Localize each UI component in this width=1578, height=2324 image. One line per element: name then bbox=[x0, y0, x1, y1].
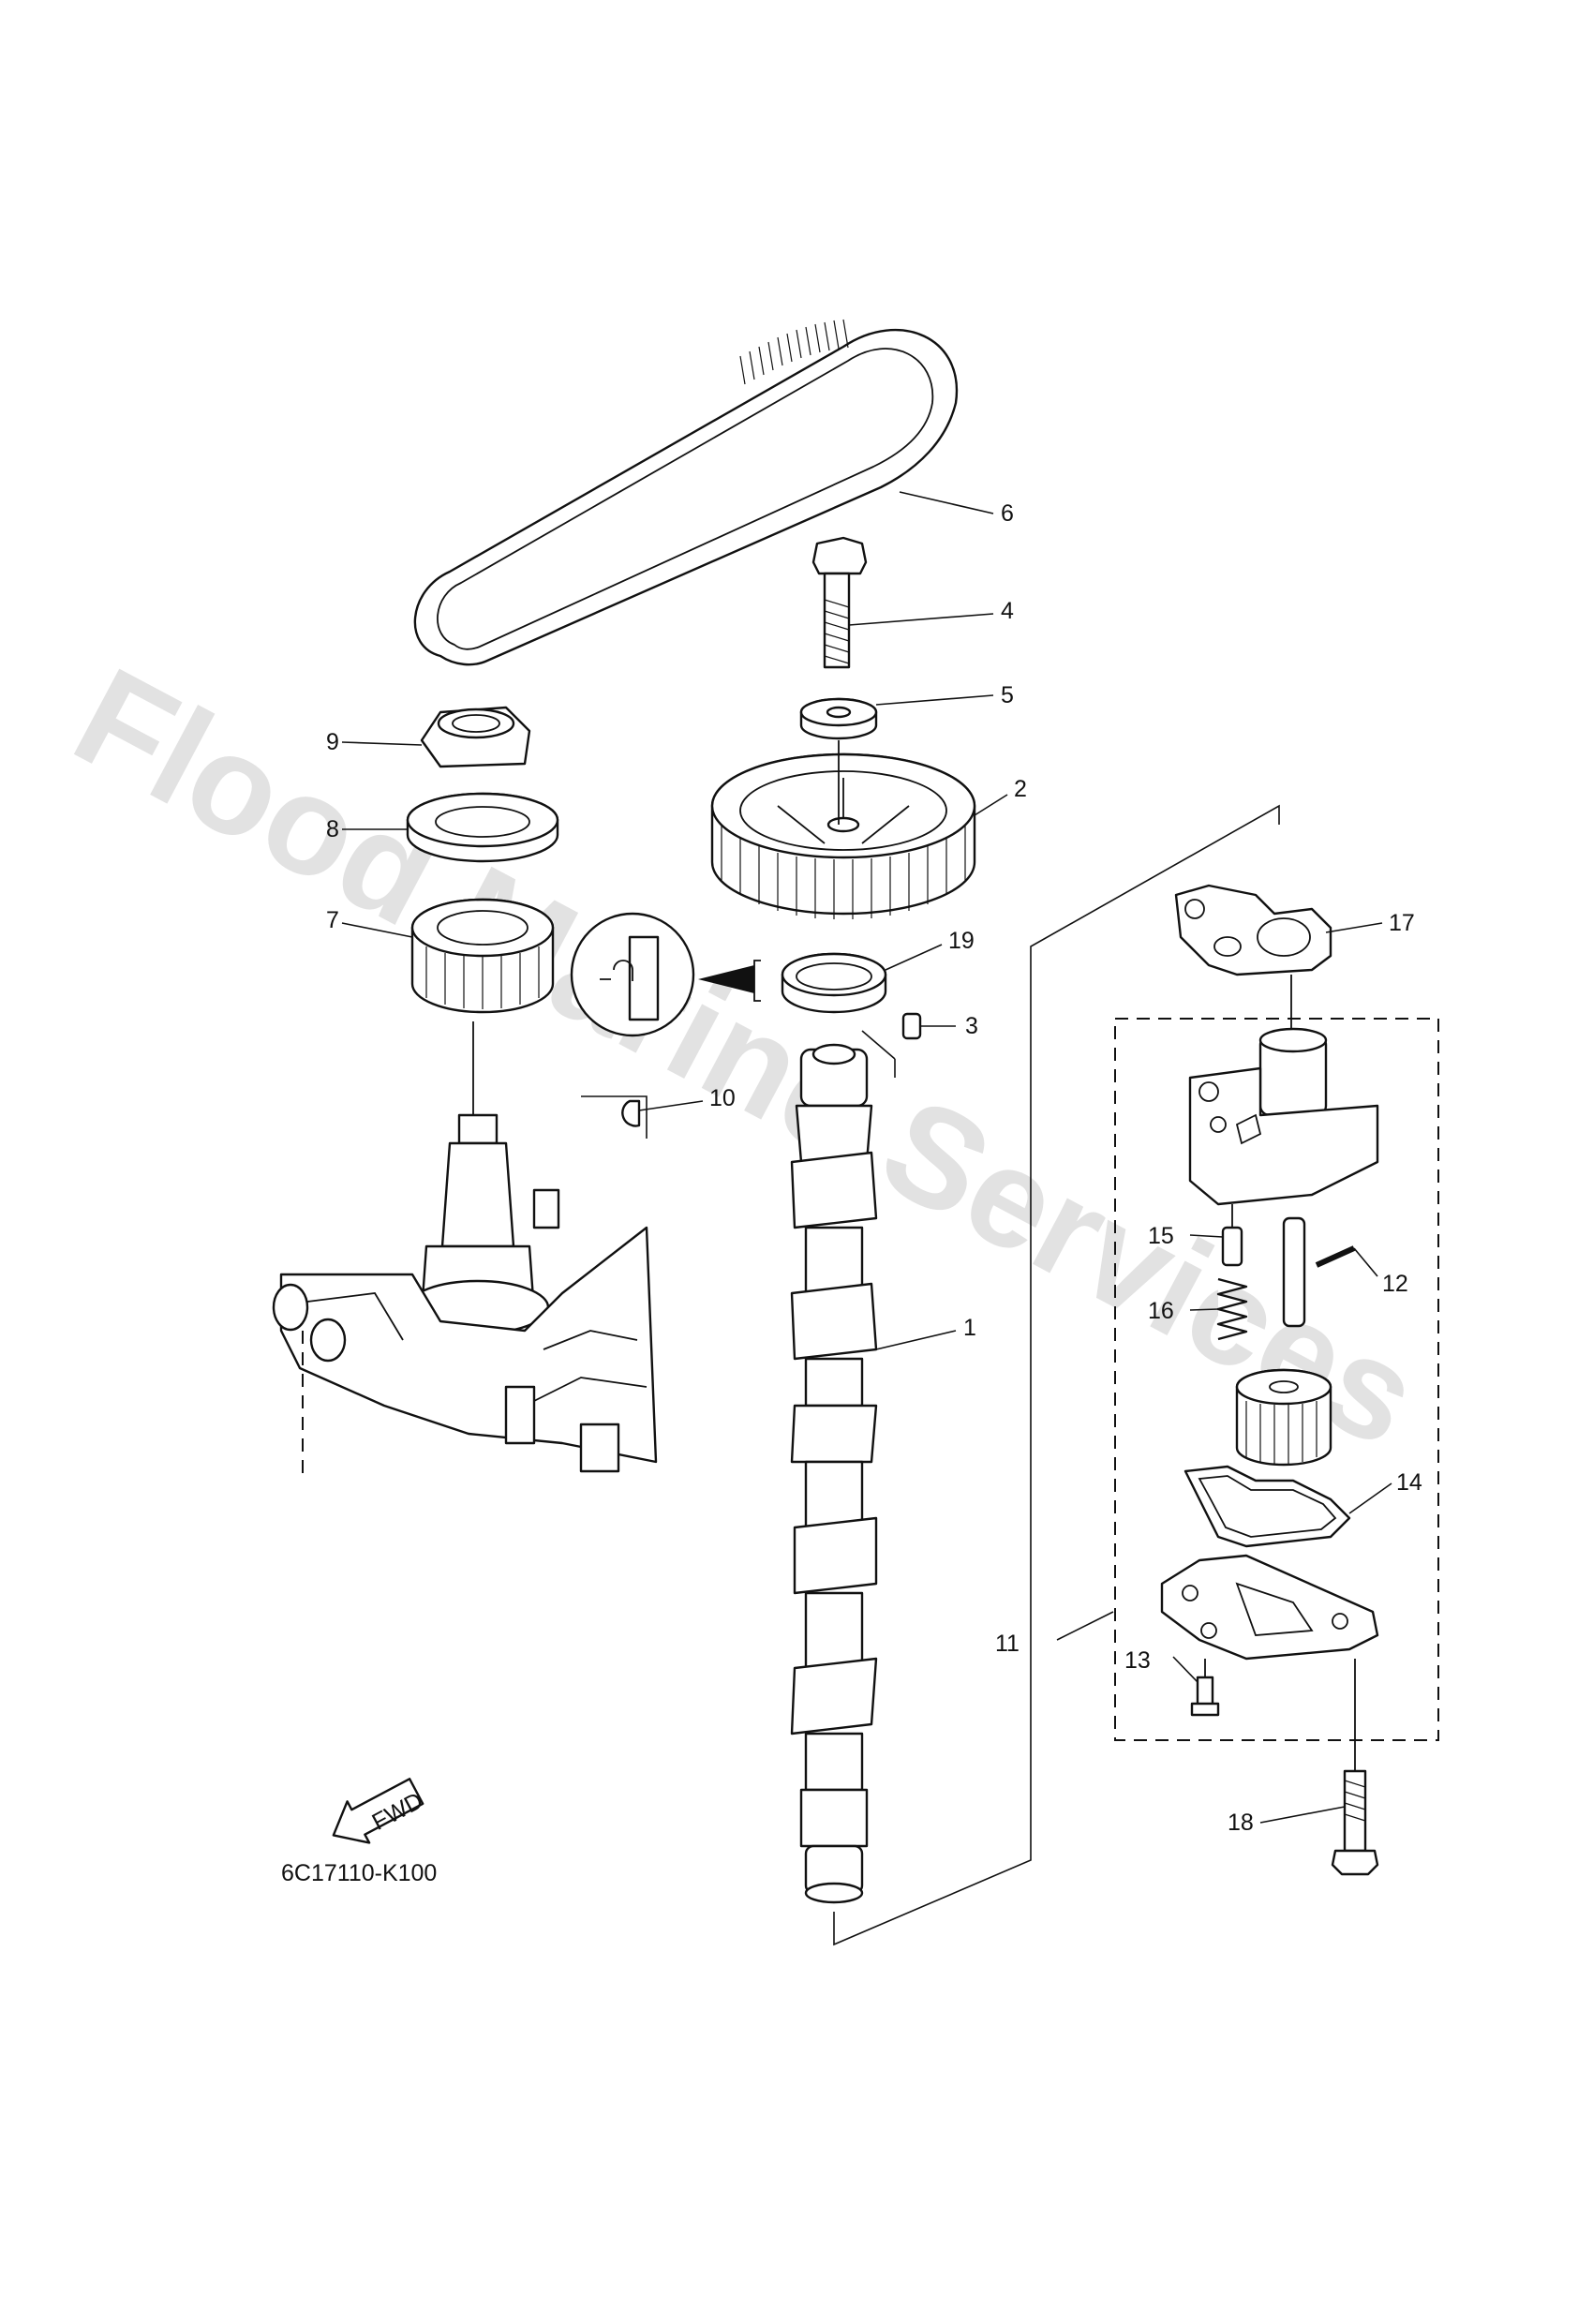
spacer-plate bbox=[406, 792, 559, 863]
callout-10: 10 bbox=[709, 1085, 736, 1111]
woodruff-key bbox=[621, 1099, 641, 1127]
callout-15: 15 bbox=[1148, 1223, 1174, 1249]
pump-shaft bbox=[1282, 1216, 1306, 1328]
callout-13: 13 bbox=[1124, 1647, 1151, 1674]
callout-19: 19 bbox=[948, 928, 975, 954]
fwd-arrow-icon bbox=[332, 1778, 424, 1844]
callout-4: 4 bbox=[1001, 598, 1014, 624]
pump-cover bbox=[1160, 1554, 1379, 1661]
nut bbox=[420, 706, 531, 768]
callout-14: 14 bbox=[1396, 1469, 1422, 1496]
callout-7: 7 bbox=[326, 907, 339, 933]
pump-gasket-upper bbox=[1174, 884, 1332, 976]
callout-9: 9 bbox=[326, 729, 339, 755]
callout-18: 18 bbox=[1228, 1810, 1254, 1836]
callout-17: 17 bbox=[1389, 910, 1415, 936]
pump-rotor bbox=[1235, 1368, 1332, 1467]
pump-cover-gasket bbox=[1184, 1465, 1351, 1548]
oil-pump-assembly-box bbox=[1114, 1018, 1439, 1741]
callout-16: 16 bbox=[1148, 1298, 1174, 1324]
callout-8: 8 bbox=[326, 816, 339, 842]
crank-sprocket bbox=[410, 898, 555, 1014]
callout-12: 12 bbox=[1382, 1271, 1408, 1297]
shaft-pin bbox=[1315, 1245, 1356, 1268]
cam-pulley bbox=[710, 752, 976, 919]
seal-detail-inset bbox=[570, 912, 761, 1037]
cam-pulley-bolt bbox=[811, 536, 868, 669]
crankcase-block bbox=[272, 1113, 658, 1473]
washer bbox=[799, 697, 878, 740]
timing-belt bbox=[413, 319, 959, 666]
oil-seal bbox=[781, 952, 887, 1014]
callout-labels: 1 2 3 4 5 6 7 8 9 10 11 12 13 14 15 16 1… bbox=[326, 500, 1422, 1836]
pump-mounting-bolt bbox=[1331, 1769, 1379, 1876]
cover-screw bbox=[1190, 1676, 1220, 1717]
callout-2: 2 bbox=[1014, 776, 1027, 802]
leader-lines bbox=[341, 491, 1392, 1824]
watermark-text: Flood Marine Services bbox=[52, 637, 1443, 1477]
relief-plunger bbox=[1221, 1226, 1243, 1267]
callout-5: 5 bbox=[1001, 682, 1014, 708]
drawing-code: 6C17110-K100 bbox=[281, 1860, 437, 1886]
camshaft bbox=[790, 1043, 878, 1904]
oil-pump-body bbox=[1188, 1027, 1379, 1206]
callout-1: 1 bbox=[963, 1315, 976, 1341]
callout-11: 11 bbox=[995, 1631, 1020, 1657]
dowel-pin bbox=[901, 1012, 922, 1040]
callout-6: 6 bbox=[1001, 500, 1014, 527]
callout-3: 3 bbox=[965, 1013, 978, 1039]
